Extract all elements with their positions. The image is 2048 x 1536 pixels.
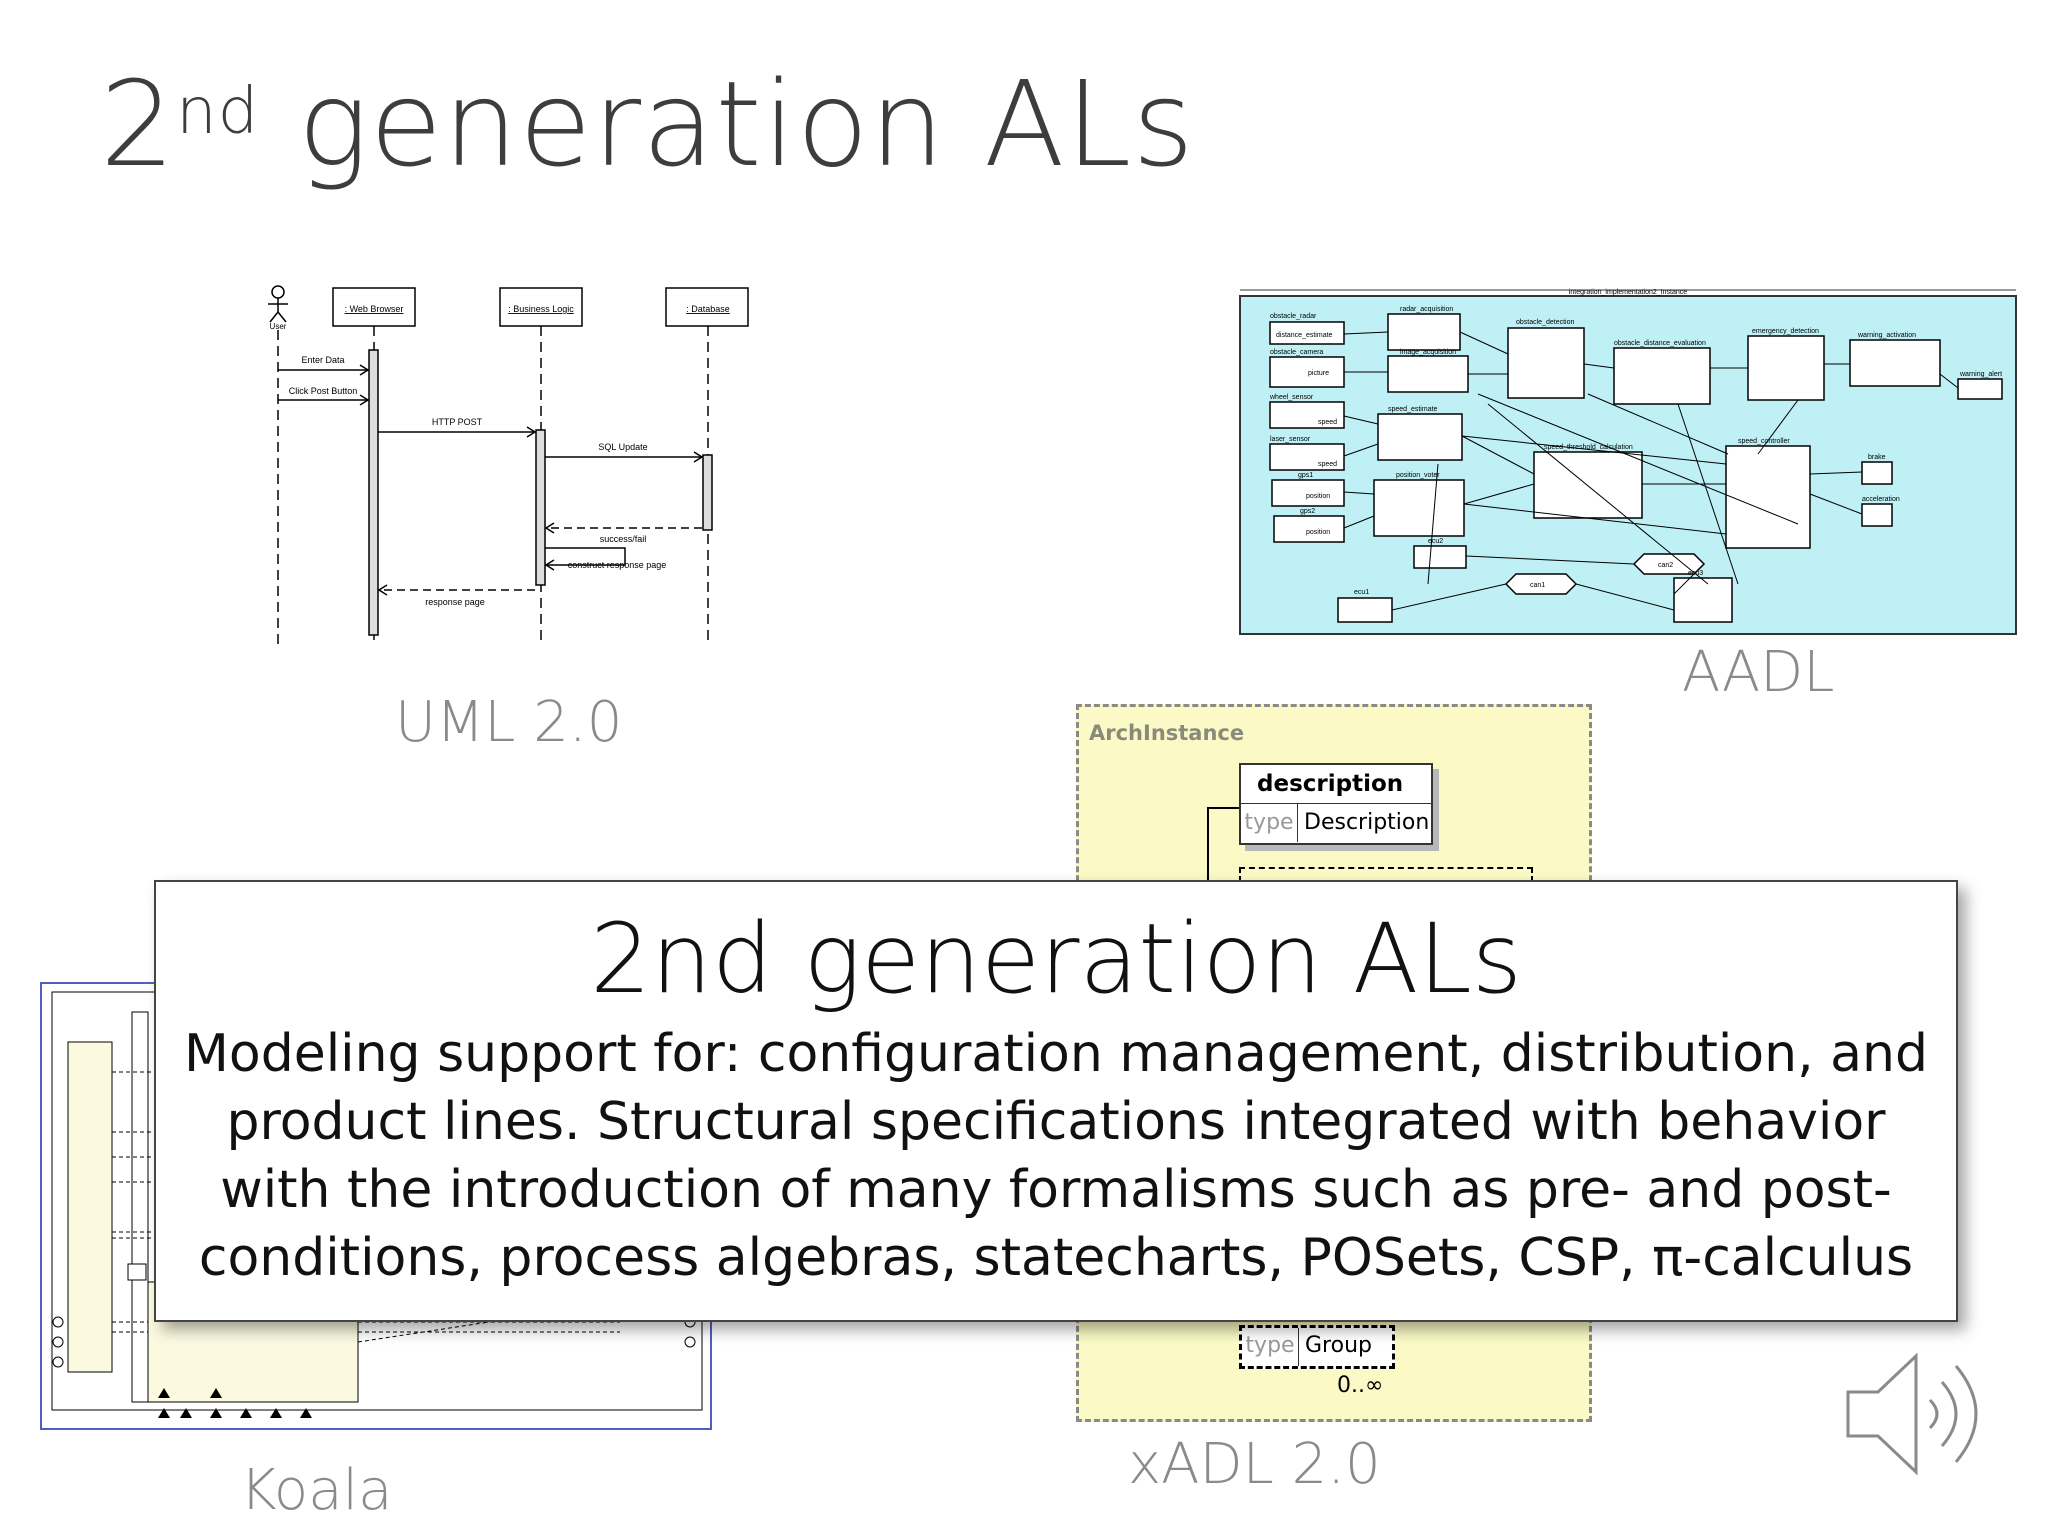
aadl-component-label: acceleration <box>1862 496 1900 503</box>
aadl-diagram: integration_implementation2_Instance <box>1239 289 2017 635</box>
aadl-port-label: speed <box>1318 461 1337 468</box>
aadl-port-label: speed <box>1318 419 1337 426</box>
aadl-component-label: ecu1 <box>1354 589 1369 596</box>
xadl-group-type-box: type Group <box>1239 1325 1395 1369</box>
speaker-icon[interactable] <box>1844 1344 2004 1484</box>
uml-sequence-diagram: User : Web Browser : Business Logic : Da… <box>268 285 749 645</box>
uml-actor-label: User <box>270 322 287 331</box>
aadl-component-label: warning_activation <box>1857 332 1916 339</box>
popup-title: 2nd generation ALs <box>590 903 1522 1015</box>
xadl-type-value: Description <box>1304 810 1430 835</box>
aadl-component-label: warning_alert <box>1959 371 2002 378</box>
aadl-port-label: position <box>1306 493 1330 500</box>
uml-lifeline-label: : Database <box>686 304 730 314</box>
aadl-component-label: obstacle_camera <box>1270 349 1323 356</box>
xadl-element-box: description type Description <box>1239 763 1433 845</box>
uml-message-label: response page <box>425 597 485 607</box>
xadl-type-label: type <box>1242 1328 1299 1366</box>
xadl-type-label: type <box>1241 804 1298 842</box>
aadl-component-label: brake <box>1868 454 1886 461</box>
xadl-container-label: ArchInstance <box>1089 721 1245 745</box>
aadl-component-label: can1 <box>1530 582 1545 589</box>
uml-message-label: HTTP POST <box>432 417 483 427</box>
uml-caption: UML 2.0 <box>395 690 623 755</box>
popup-body: Modeling support for: configuration mana… <box>184 1024 1928 1288</box>
aadl-component-label: speed_estimate <box>1388 406 1438 413</box>
uml-message-label: SQL Update <box>598 442 647 452</box>
koala-caption: Koala <box>240 1458 393 1523</box>
aadl-component-label: radar_acquisition <box>1400 306 1453 313</box>
aadl-component-label: obstacle_radar <box>1270 313 1317 320</box>
aadl-component-label: gps2 <box>1300 508 1315 515</box>
aadl-component-label: wheel_sensor <box>1269 394 1314 401</box>
aadl-port-label: distance_estimate <box>1276 332 1333 339</box>
uml-lifeline-label: : Business Logic <box>508 304 574 314</box>
aadl-component-label: speed_controller <box>1738 438 1790 445</box>
aadl-port-label: picture <box>1308 370 1329 377</box>
xadl-caption: xADL 2.0 <box>1128 1432 1381 1497</box>
aadl-component-label: emergency_detection <box>1752 328 1819 335</box>
aadl-component-label: obstacle_distance_evaluation <box>1614 340 1706 347</box>
uml-message-label: Enter Data <box>301 355 344 365</box>
aadl-component-label: ecu2 <box>1428 538 1443 545</box>
aadl-port-label: position <box>1306 529 1330 536</box>
uml-message-label: construct response page <box>568 560 667 570</box>
aadl-component-label: obstacle_detection <box>1516 319 1574 326</box>
aadl-component-label: speed_threshold_calculation <box>1544 444 1633 451</box>
aadl-instance-label: integration_implementation2_Instance <box>1569 289 1687 296</box>
aadl-component-label: ecu3 <box>1688 570 1703 577</box>
aadl-caption: AADL <box>1682 640 1835 705</box>
slide-title: 2nd generation ALs <box>100 55 1195 193</box>
aadl-component-label: laser_sensor <box>1270 436 1311 443</box>
aadl-component-label: image_acquisition <box>1400 349 1456 356</box>
aadl-component-label: gps1 <box>1298 472 1313 479</box>
definition-popup: 2nd generation ALs Modeling support for:… <box>154 880 1958 1322</box>
xadl-element-name: description <box>1241 765 1431 804</box>
uml-message-label: Click Post Button <box>289 386 358 396</box>
uml-lifeline-label: : Web Browser <box>345 304 404 314</box>
aadl-component-label: can2 <box>1658 562 1673 569</box>
xadl-multiplicity: 0..∞ <box>1337 1373 1384 1398</box>
aadl-component-label: position_voter <box>1396 472 1440 479</box>
uml-message-label: success/fail <box>600 534 647 544</box>
xadl-group-type-value: Group <box>1305 1333 1372 1358</box>
